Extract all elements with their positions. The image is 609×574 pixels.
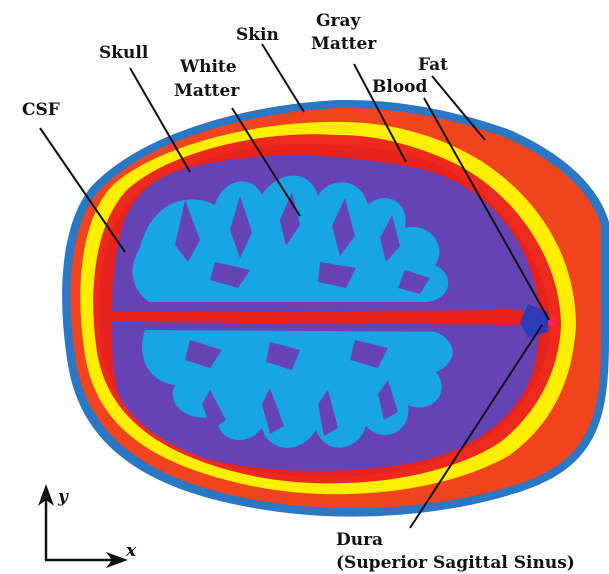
dura-label-line1: Dura (336, 530, 383, 550)
fat-label: Fat (418, 55, 448, 75)
skin-leader (262, 44, 304, 112)
skin-label: Skin (236, 25, 279, 45)
gray-matter-label-line1: Gray (316, 11, 361, 31)
dura-label-line2: (Superior Sagittal Sinus) (336, 553, 575, 573)
white-matter-label-line1: White (179, 57, 237, 77)
csf-label: CSF (22, 100, 60, 120)
skull-label: Skull (99, 43, 149, 63)
blood-label: Blood (372, 77, 428, 97)
x-axis-label: x (125, 541, 137, 561)
gray-matter-label-line2: Matter (311, 34, 377, 54)
y-axis-label: y (57, 487, 69, 507)
axes-indicator: y x (38, 484, 137, 568)
white-matter-label-line2: Matter (174, 81, 240, 101)
